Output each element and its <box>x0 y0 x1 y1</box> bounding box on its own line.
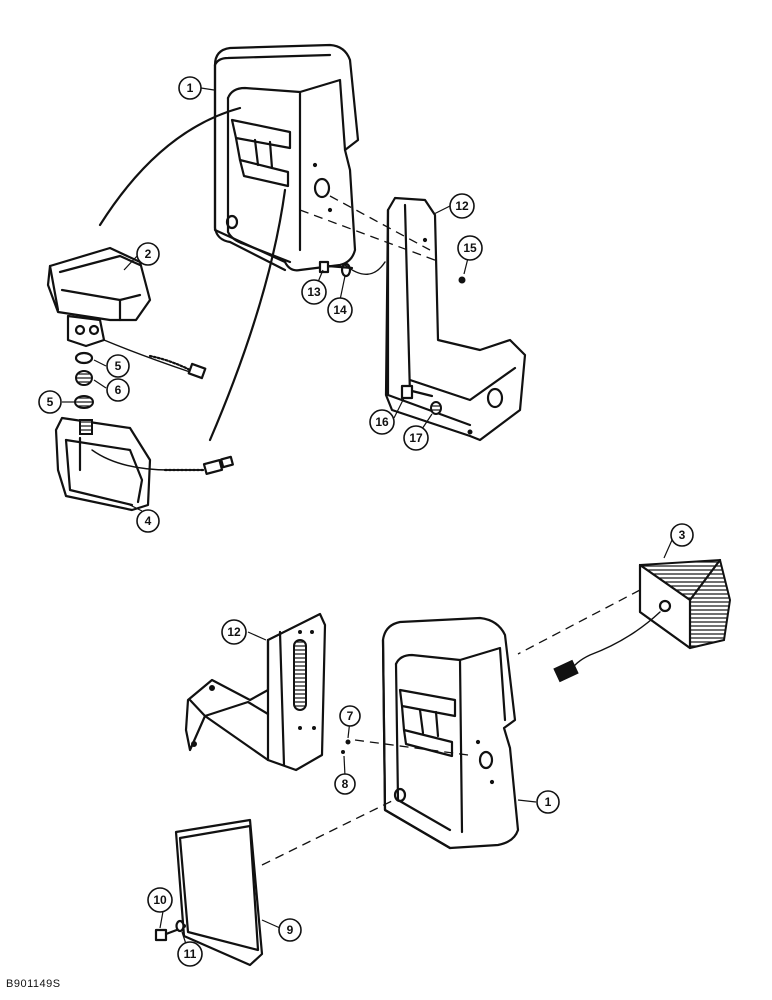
bracket-bottom <box>184 612 327 772</box>
bolt-13 <box>318 260 354 274</box>
svg-text:13: 13 <box>307 285 321 299</box>
svg-text:4: 4 <box>145 514 152 528</box>
callout-17: 17 <box>403 425 429 451</box>
svg-text:6: 6 <box>115 383 122 397</box>
svg-text:7: 7 <box>347 709 354 723</box>
nut-15 <box>458 276 466 284</box>
callout-9: 9 <box>278 918 302 942</box>
callout-1-top: 1 <box>178 76 202 100</box>
lamp-housing-top <box>213 43 360 272</box>
callout-group: 1 2 5 6 5 4 12 15 <box>38 76 694 967</box>
callout-8: 8 <box>334 773 356 795</box>
callout-10: 10 <box>147 887 173 913</box>
figure-id: B901149S <box>6 978 61 990</box>
callout-6: 6 <box>106 378 130 402</box>
svg-text:5: 5 <box>47 395 54 409</box>
callout-13: 13 <box>301 279 327 305</box>
svg-text:2: 2 <box>145 247 152 261</box>
work-lamp-2 <box>46 246 152 348</box>
washer-14 <box>340 262 352 278</box>
callout-4: 4 <box>136 509 160 533</box>
svg-text:12: 12 <box>227 625 241 639</box>
svg-text:1: 1 <box>187 81 194 95</box>
washer-8 <box>341 750 345 754</box>
washer-5-lower <box>74 395 94 409</box>
svg-text:11: 11 <box>184 947 197 961</box>
svg-text:14: 14 <box>333 303 347 317</box>
nut-17 <box>430 401 442 415</box>
callout-14: 14 <box>327 297 353 323</box>
svg-text:9: 9 <box>287 923 294 937</box>
svg-text:3: 3 <box>679 528 686 542</box>
callout-12-bottom: 12 <box>221 619 247 645</box>
nut-6 <box>75 370 93 386</box>
callout-16: 16 <box>369 409 395 435</box>
bracket-top <box>384 196 527 442</box>
callout-2: 2 <box>136 242 160 266</box>
callout-11: 11 <box>177 941 203 967</box>
lamp-housing-bottom <box>381 616 520 850</box>
callout-12-top: 12 <box>449 193 475 219</box>
callout-5-upper: 5 <box>106 354 130 378</box>
callout-15: 15 <box>457 235 483 261</box>
callout-1-bottom: 1 <box>536 790 560 814</box>
svg-text:10: 10 <box>153 893 167 907</box>
svg-text:5: 5 <box>115 359 122 373</box>
washer-5-top <box>74 351 94 365</box>
svg-text:16: 16 <box>375 415 389 429</box>
callout-5-lower: 5 <box>38 390 62 414</box>
work-lamp-4 <box>54 416 152 512</box>
callout-7: 7 <box>339 705 361 727</box>
washer-11 <box>175 919 185 933</box>
tail-lamp-3 <box>638 558 732 650</box>
callout-3: 3 <box>670 523 694 547</box>
svg-text:12: 12 <box>455 199 469 213</box>
svg-text:15: 15 <box>463 241 477 255</box>
svg-text:8: 8 <box>342 777 349 791</box>
screw-7 <box>345 739 351 745</box>
bolt-16 <box>400 384 434 400</box>
svg-text:1: 1 <box>545 795 552 809</box>
svg-text:17: 17 <box>409 431 423 445</box>
